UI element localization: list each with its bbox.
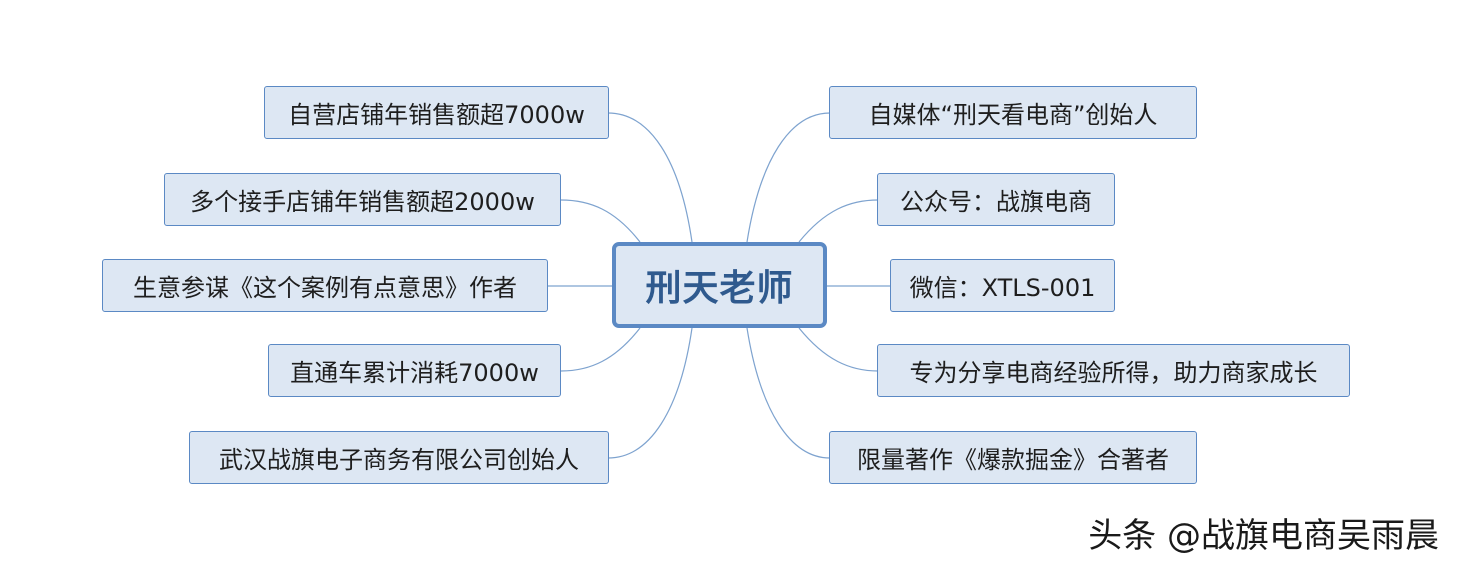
connector-left-1 [607, 112, 693, 243]
watermark-text: 头条 @战旗电商吴雨晨 [1088, 516, 1439, 556]
topic-left-5[interactable]: 武汉战旗电子商务有限公司创始人 [189, 431, 609, 484]
topic-left-3[interactable]: 生意参谋《这个案例有点意思》作者 [102, 259, 548, 312]
topic-left-1[interactable]: 自营店铺年销售额超7000w [264, 86, 609, 139]
connector-right-2 [798, 199, 879, 243]
topic-left-4[interactable]: 直通车累计消耗7000w [268, 344, 561, 397]
connector-left-2 [560, 199, 641, 243]
connector-left-5 [607, 327, 693, 459]
connector-right-5 [746, 327, 831, 459]
central-topic[interactable]: 刑天老师 [612, 242, 827, 328]
connector-left-4 [560, 327, 641, 372]
topic-right-3[interactable]: 微信：XTLS-001 [890, 259, 1115, 312]
topic-right-1[interactable]: 自媒体“刑天看电商”创始人 [829, 86, 1197, 139]
connector-right-4 [798, 327, 879, 372]
topic-right-2[interactable]: 公众号：战旗电商 [877, 173, 1115, 226]
topic-right-4[interactable]: 专为分享电商经验所得，助力商家成长 [877, 344, 1350, 397]
connector-right-1 [746, 112, 831, 243]
topic-right-5[interactable]: 限量著作《爆款掘金》合著者 [829, 431, 1197, 484]
topic-left-2[interactable]: 多个接手店铺年销售额超2000w [164, 173, 561, 226]
